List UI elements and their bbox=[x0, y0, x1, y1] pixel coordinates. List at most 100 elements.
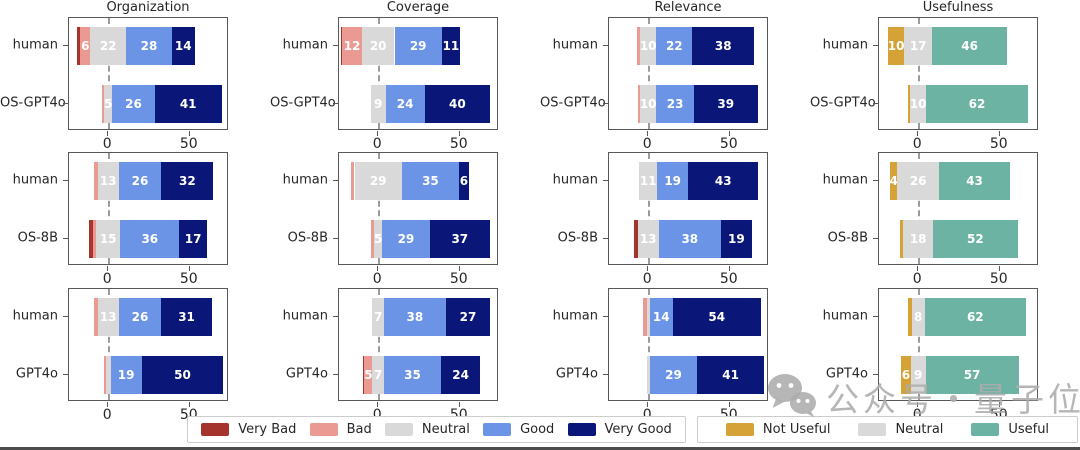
segment-value: 43 bbox=[714, 174, 732, 188]
subplot-title: Organization bbox=[106, 0, 190, 15]
bar-segment-very-good: 17 bbox=[179, 220, 207, 258]
x-tick-mark bbox=[728, 402, 730, 407]
bar-segment-very-bad bbox=[89, 220, 93, 258]
x-tick-label: 0 bbox=[912, 271, 922, 287]
segment-value: 52 bbox=[966, 232, 984, 246]
bar-segment-useful: 62 bbox=[924, 298, 1026, 336]
segment-value: 31 bbox=[178, 310, 195, 324]
bar-segment-very-good: 19 bbox=[720, 220, 752, 258]
segment-value: 26 bbox=[131, 174, 149, 188]
segment-value: 15 bbox=[99, 232, 117, 246]
legend-item-bad: Bad bbox=[309, 422, 372, 437]
bar-segment-bad bbox=[102, 85, 105, 123]
segment-value: 22 bbox=[665, 39, 683, 53]
bar-segment-not-useful bbox=[908, 85, 910, 123]
segment-value: 46 bbox=[961, 39, 978, 53]
bar-segment-bad: 6 bbox=[80, 27, 91, 65]
legend-item-not-useful: Not Useful bbox=[725, 422, 831, 437]
stacked-bar: 29 35 6 bbox=[339, 162, 497, 200]
bar-segment-neutral: 29 bbox=[354, 162, 402, 200]
legend-swatch bbox=[309, 423, 338, 436]
bar-segment-neutral: 9 bbox=[370, 85, 386, 123]
segment-value: 24 bbox=[452, 368, 469, 382]
bar-segment-very-good: 38 bbox=[692, 27, 755, 65]
y-tick-mark bbox=[873, 45, 878, 46]
bar-segment-very-bad bbox=[362, 356, 365, 394]
bar-segment-not-useful bbox=[908, 298, 912, 336]
bar-segment-good: 19 bbox=[657, 162, 689, 200]
segment-value: 20 bbox=[369, 39, 387, 53]
bar-segment-good: 26 bbox=[118, 298, 162, 336]
bar-segment-neutral: 13 bbox=[97, 162, 119, 200]
y-tick-mark bbox=[873, 316, 878, 317]
legend-label: Neutral bbox=[895, 422, 944, 437]
bar-segment-bad bbox=[636, 27, 640, 65]
bar-segment-very-good: 31 bbox=[161, 298, 212, 336]
y-tick-mark bbox=[333, 180, 338, 181]
x-tick-label: 50 bbox=[449, 136, 468, 152]
row-label: GPT4o bbox=[555, 366, 598, 382]
segment-value: 26 bbox=[909, 174, 927, 188]
segment-value: 6 bbox=[459, 174, 469, 188]
bar-segment-good: 29 bbox=[382, 220, 430, 258]
x-tick-mark bbox=[458, 402, 460, 407]
y-tick-mark bbox=[63, 374, 68, 375]
x-tick-label: 0 bbox=[912, 407, 922, 423]
segment-value: 35 bbox=[422, 174, 439, 188]
legend-item-neutral: Neutral bbox=[858, 422, 943, 437]
segment-value: 17 bbox=[184, 232, 202, 246]
segment-value: 38 bbox=[406, 310, 424, 324]
legend-item-good: Good bbox=[483, 422, 554, 437]
segment-value: 54 bbox=[708, 310, 726, 324]
segment-value: 5 bbox=[374, 232, 383, 246]
bar-segment-bad: 12 bbox=[342, 27, 362, 65]
bar-segment-good: 23 bbox=[656, 85, 694, 123]
y-tick-mark bbox=[333, 45, 338, 46]
row-label: human bbox=[822, 172, 868, 188]
x-tick-label: 0 bbox=[372, 136, 382, 152]
zero-line bbox=[918, 289, 921, 400]
x-tick-label: 50 bbox=[179, 271, 198, 287]
segment-value: 38 bbox=[681, 232, 699, 246]
zero-line bbox=[378, 289, 381, 400]
bar-segment-neutral bbox=[105, 356, 111, 394]
bar-segment-very-good: 41 bbox=[154, 85, 222, 123]
row-label: human bbox=[282, 172, 328, 188]
segment-value: 7 bbox=[374, 368, 383, 382]
x-tick-mark bbox=[728, 266, 730, 271]
bar-segment-very-bad bbox=[77, 27, 81, 65]
segment-value: 41 bbox=[179, 97, 197, 111]
segment-value: 26 bbox=[125, 97, 142, 111]
x-tick-label: 0 bbox=[102, 136, 112, 152]
bar-segment-good: 22 bbox=[656, 27, 693, 65]
row-label: human bbox=[552, 308, 598, 324]
segment-value: 29 bbox=[369, 174, 387, 188]
legend-swatch bbox=[483, 423, 512, 436]
segment-value: 50 bbox=[174, 368, 191, 382]
row-label: GPT4o bbox=[825, 366, 868, 382]
bar-segment-bad bbox=[94, 298, 98, 336]
bar-segment-neutral: 11 bbox=[639, 162, 658, 200]
row-label: OS-8B bbox=[827, 230, 868, 246]
row-label: human bbox=[12, 308, 58, 324]
x-tick-label: 50 bbox=[719, 271, 738, 287]
bar-segment-useful: 52 bbox=[932, 220, 1018, 258]
segment-value: 26 bbox=[131, 310, 149, 324]
legend-item-very-bad: Very Bad bbox=[201, 422, 296, 437]
bar-segment-useful: 62 bbox=[926, 85, 1028, 123]
x-tick-mark bbox=[107, 266, 109, 271]
zero-line bbox=[918, 153, 921, 264]
bar-segment-bad bbox=[94, 162, 98, 200]
bar-segment-not-useful bbox=[900, 220, 904, 258]
